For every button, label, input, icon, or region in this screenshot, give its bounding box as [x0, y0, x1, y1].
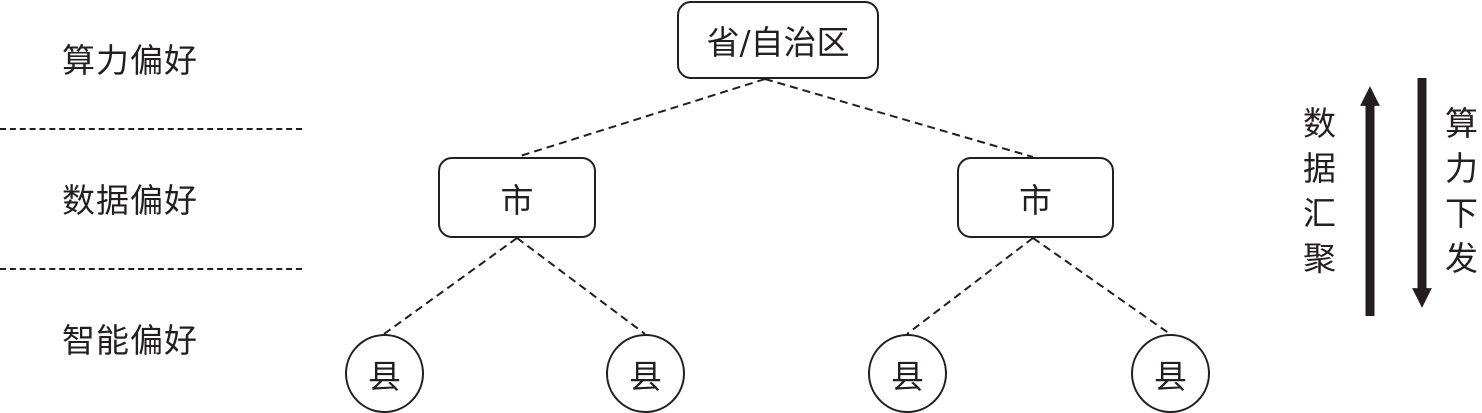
flow-char: 汇: [1303, 194, 1336, 233]
node-city-right: 市: [957, 157, 1114, 238]
link-city-right-county-3: [906, 237, 1034, 335]
node-county-2: 县: [606, 334, 685, 413]
link-city-left-county-1: [383, 237, 518, 335]
node-county-label: 县: [368, 356, 401, 396]
flow-char: 聚: [1303, 239, 1336, 278]
link-city-right-county-4: [1032, 237, 1171, 335]
flow-char: 发: [1445, 239, 1478, 278]
flow-char: 数: [1303, 104, 1336, 143]
node-county-3: 县: [868, 334, 947, 413]
node-county-1: 县: [345, 334, 424, 413]
node-county-label: 县: [891, 356, 924, 396]
layer-separator: [0, 128, 302, 130]
node-province-label: 省/自治区: [706, 23, 850, 62]
link-root-city-left: [516, 78, 766, 158]
layer-label-intelligence: 智能偏好: [62, 321, 198, 360]
flow-label-compute-dispatch: 算 力 下 发: [1445, 107, 1478, 275]
link-root-city-right: [764, 78, 1034, 158]
node-county-label: 县: [1154, 356, 1187, 396]
flow-char: 算: [1445, 104, 1478, 143]
layer-label-compute: 算力偏好: [62, 41, 198, 80]
node-county-label: 县: [629, 356, 662, 396]
node-city-label: 市: [1019, 180, 1052, 220]
layer-separator: [0, 268, 302, 270]
node-province: 省/自治区: [677, 1, 879, 79]
node-county-4: 县: [1131, 334, 1210, 413]
flow-char: 据: [1303, 149, 1336, 188]
node-city-label: 市: [500, 180, 534, 220]
flow-char: 下: [1445, 194, 1478, 233]
flow-label-data-aggregation: 数 据 汇 聚: [1303, 107, 1336, 275]
link-city-left-county-2: [516, 237, 646, 335]
node-city-left: 市: [438, 157, 596, 238]
layer-label-data: 数据偏好: [62, 181, 198, 220]
flow-char: 力: [1445, 149, 1478, 188]
